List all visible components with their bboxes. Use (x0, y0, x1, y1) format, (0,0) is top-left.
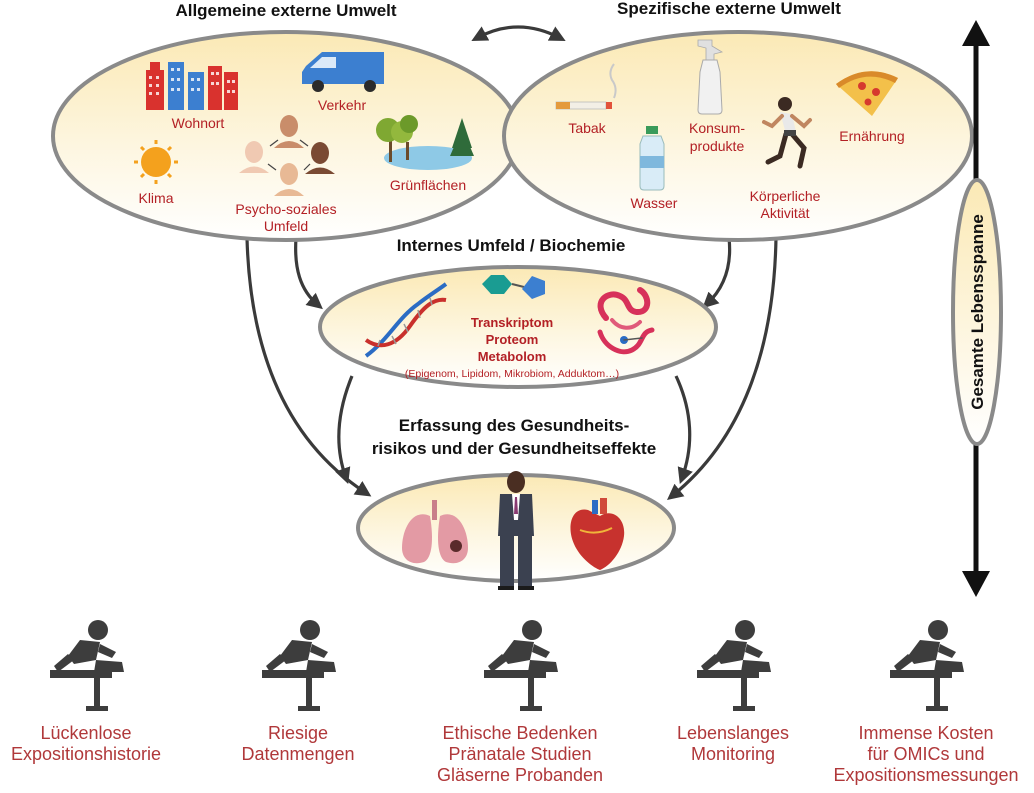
hurdle-label-line: Expositionshistorie (10, 744, 162, 764)
hurdle-icon (262, 620, 336, 711)
lifespan-axis: Gesamte Lebensspanne (951, 20, 1003, 597)
traffic-label: Verkehr (318, 97, 367, 113)
van-icon (302, 52, 384, 92)
molecule-icon (482, 275, 545, 299)
arrow-general-to-health (245, 237, 372, 497)
hurdle-label-line: Pränatale Studien (448, 744, 592, 764)
health-title-line1: Erfassung des Gesundheits- (399, 416, 630, 435)
spray-bottle-icon (697, 39, 724, 115)
psychosocial-label-line1: Psycho-soziales (235, 201, 336, 217)
cigarette-icon (555, 63, 617, 110)
consumer-label-line2: produkte (690, 138, 745, 154)
residence-label: Wohnort (172, 115, 225, 131)
dna-icon (364, 282, 448, 358)
climate-label: Klima (138, 190, 173, 206)
consumer-label-line1: Konsum- (689, 120, 745, 136)
psychosocial-label-line2: Umfeld (264, 218, 308, 234)
people-network-icon (239, 115, 335, 196)
water-bottle-icon (639, 126, 665, 191)
arrow-specific-to-health (667, 237, 778, 501)
arrow-internal-left-to-health (335, 375, 354, 485)
runner-icon (762, 97, 812, 169)
specific-environment-title: Spezifische externe Umwelt (617, 0, 841, 18)
water-label: Wasser (631, 195, 678, 211)
hurdle-icon (890, 620, 964, 711)
arrow-internal-right-to-health (674, 375, 693, 485)
person-icon (498, 471, 534, 590)
city-icon (146, 62, 238, 110)
sun-icon (134, 140, 178, 184)
lungs-icon (402, 500, 468, 564)
hurdle-label-line: Lebenslanges (676, 723, 790, 743)
hurdle-label-line: Datenmengen (241, 744, 355, 764)
lifespan-badge (951, 178, 1003, 446)
pizza-icon (836, 71, 898, 116)
hurdles-row (50, 620, 964, 711)
hurdle-label-line: Monitoring (690, 744, 776, 764)
arrow-general-to-internal (294, 237, 323, 310)
activity-label-line1: Körperliche (750, 188, 821, 204)
hurdle-label-line: Expositionsmessungen (833, 765, 1019, 785)
flow-arrows (245, 25, 778, 501)
heart-icon (570, 498, 625, 570)
arrow-between-environments (471, 25, 566, 42)
general-environment-title: Allgemeine externe Umwelt (175, 1, 396, 20)
omics-metabolome: Metabolom (478, 349, 547, 364)
park-icon (376, 115, 474, 170)
lifespan-label: Gesamte Lebensspanne (968, 214, 987, 410)
tobacco-label: Tabak (568, 120, 606, 136)
hurdle-label-line: Lückenlose (40, 723, 132, 743)
omics-transcriptome: Transkriptom (471, 315, 553, 330)
omics-subtitle: (Epigenom, Lipidom, Mikrobiom, Adduktom…… (405, 368, 619, 380)
internal-environment-title: Internes Umfeld / Biochemie (397, 236, 626, 255)
hurdle-label-line: Gläserne Probanden (436, 765, 604, 785)
hurdle-label-line: für OMICs und (867, 744, 985, 764)
hurdle-icon (697, 620, 771, 711)
hurdle-icon (484, 620, 558, 711)
arrow-specific-to-internal (702, 237, 732, 309)
protein-icon (597, 287, 655, 355)
green-space-label: Grünflächen (390, 177, 466, 193)
health-title-line2: risikos und der Gesundheitseffekte (372, 439, 656, 458)
hurdle-label-line: Riesige (267, 723, 329, 743)
hurdle-icon (50, 620, 124, 711)
nutrition-label: Ernährung (839, 128, 904, 144)
hurdle-label-line: Ethische Bedenken (442, 723, 598, 743)
omics-proteome: Proteom (486, 332, 539, 347)
hurdle-label-line: Immense Kosten (858, 723, 994, 743)
activity-label-line2: Aktivität (760, 205, 809, 221)
